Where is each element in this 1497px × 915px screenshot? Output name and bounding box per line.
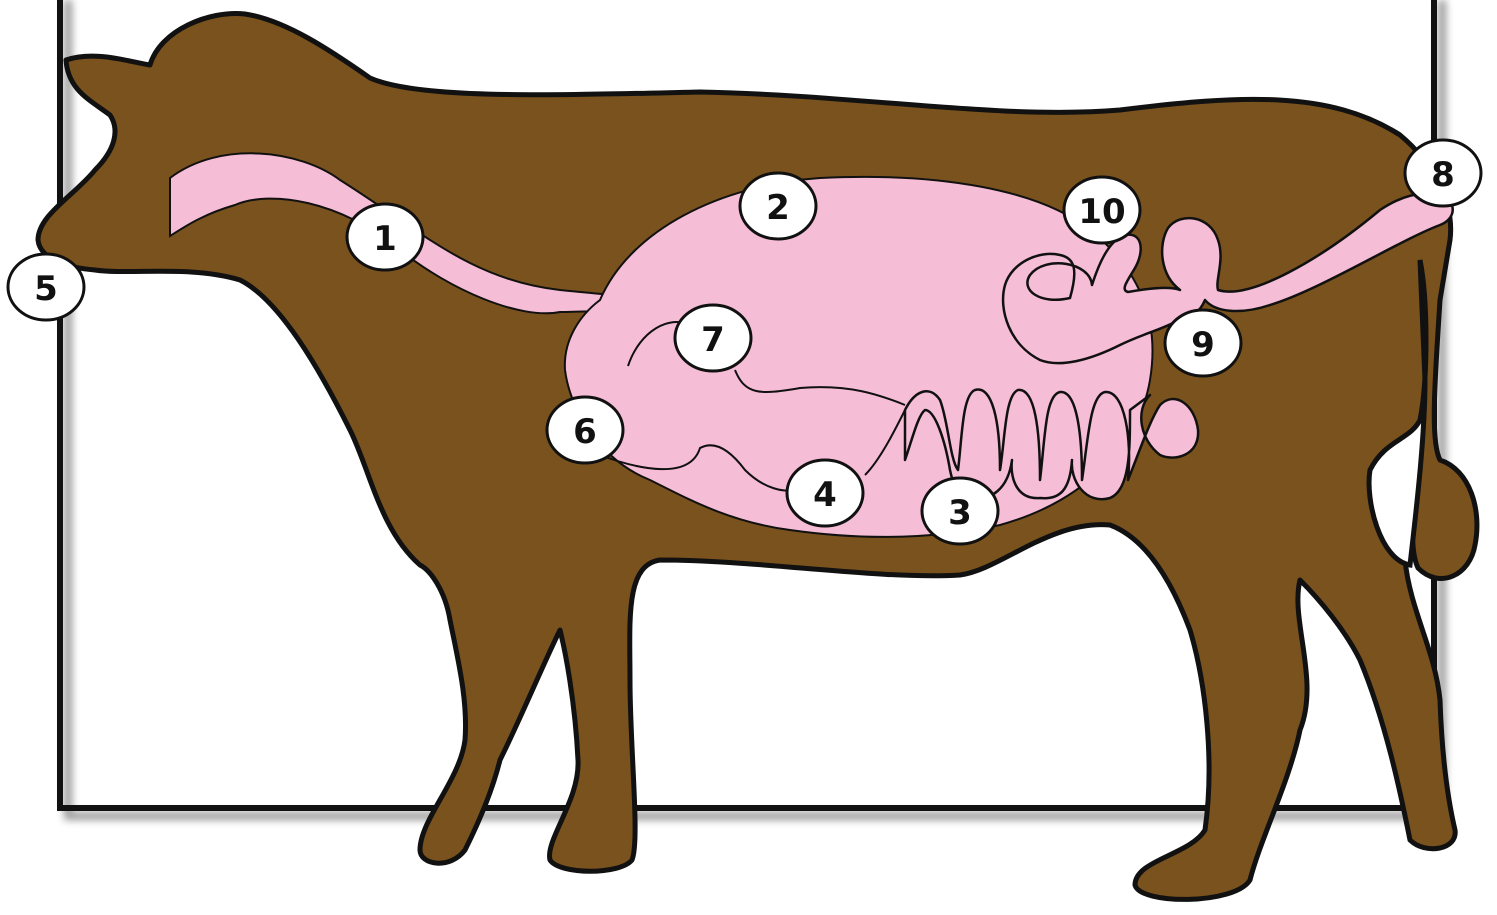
callout-10-label: 10: [1078, 192, 1125, 232]
callout-2-label: 2: [766, 188, 790, 228]
callout-5: 5: [8, 254, 84, 320]
callout-6: 6: [547, 397, 623, 463]
callout-5-label: 5: [34, 269, 58, 309]
callout-6-label: 6: [573, 412, 597, 452]
callout-10: 10: [1064, 177, 1140, 243]
callout-8-label: 8: [1431, 155, 1455, 195]
callout-4: 4: [787, 460, 863, 526]
callout-1-label: 1: [373, 219, 397, 259]
callout-8: 8: [1405, 140, 1481, 206]
callout-1: 1: [347, 204, 423, 270]
callout-9: 9: [1165, 310, 1241, 376]
callout-3: 3: [922, 478, 998, 544]
callout-3-label: 3: [948, 493, 972, 533]
callout-9-label: 9: [1191, 325, 1215, 365]
callout-7-label: 7: [701, 320, 725, 360]
callout-7: 7: [675, 305, 751, 371]
callout-4-label: 4: [813, 475, 837, 515]
callout-2: 2: [740, 173, 816, 239]
